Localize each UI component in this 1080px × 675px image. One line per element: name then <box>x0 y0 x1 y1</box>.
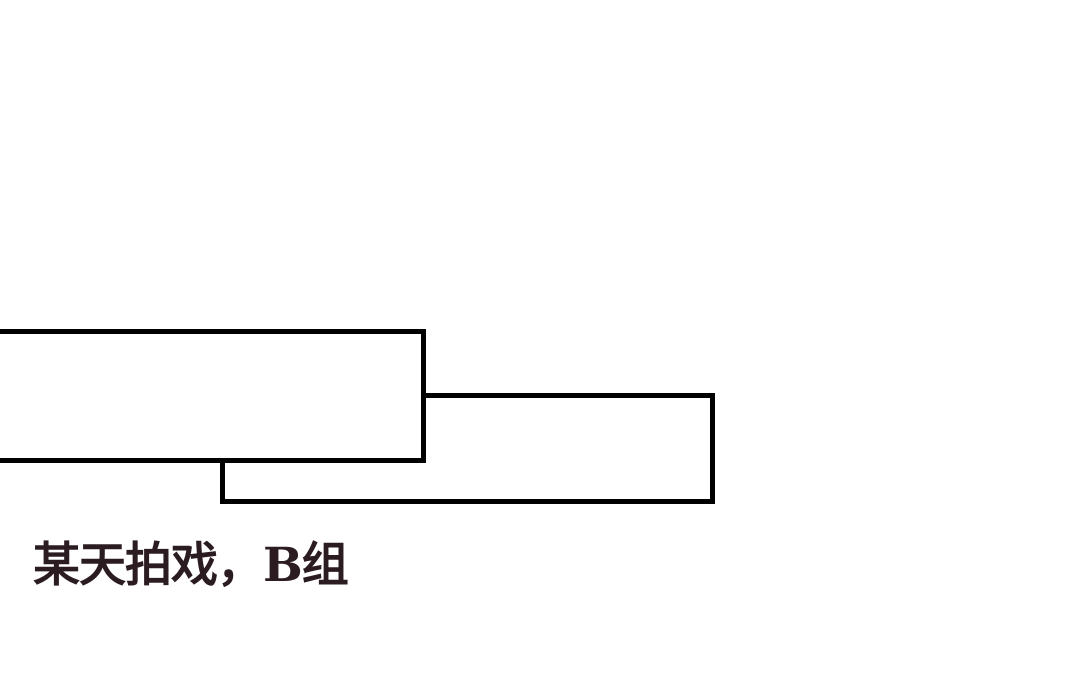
panel-caption: 某天拍戏，B组 <box>33 538 349 593</box>
speech-box-front <box>0 329 426 463</box>
